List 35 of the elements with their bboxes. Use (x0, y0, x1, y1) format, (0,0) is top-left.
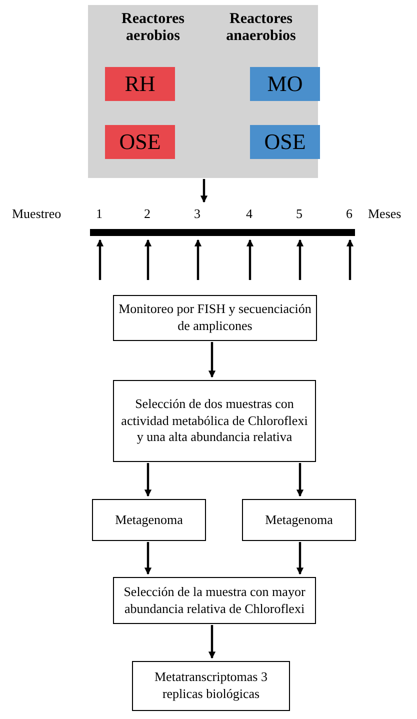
arrow (296, 463, 304, 497)
process-box: Monitoreo por FISH y secuenciación de amplicones (113, 295, 317, 341)
process-box: Selección de la muestra con mayor abundancia relativa de Chloroflexi (113, 577, 316, 624)
reactor-box: RH (105, 67, 175, 101)
arrow (144, 463, 152, 497)
tick-label: 6 (346, 206, 352, 222)
arrow (144, 239, 152, 280)
arrow (194, 239, 202, 280)
axis-label: Muestreo (12, 206, 62, 222)
tick-label: 2 (144, 206, 150, 222)
tick-label: 5 (296, 206, 302, 222)
arrow (96, 239, 104, 280)
reactor-box: OSE (105, 125, 175, 159)
reactor-box: OSE (250, 125, 320, 159)
tick-label: 1 (96, 206, 102, 222)
arrow (296, 239, 304, 280)
tick-label: 3 (194, 206, 200, 222)
arrow (144, 542, 152, 575)
reactor-panel (88, 5, 318, 178)
axis-label: Meses (368, 206, 402, 222)
arrow (200, 179, 208, 203)
process-box: Metagenoma (242, 499, 356, 541)
timeline-bar (90, 229, 355, 236)
group-heading: Reactores anaerobios (225, 11, 297, 46)
arrow (208, 625, 216, 659)
process-box: Metagenoma (92, 499, 206, 541)
arrow (296, 542, 304, 575)
reactor-box: MO (250, 67, 320, 101)
arrow (208, 342, 216, 378)
arrow (346, 239, 354, 280)
tick-label: 4 (246, 206, 252, 222)
process-box: Metatranscriptomas 3 replicas biológicas (132, 661, 290, 711)
group-heading: Reactores aerobios (120, 11, 186, 46)
process-box: Selección de dos muestras con actividad metabólica de Chloroflexi y una alta abundancia relativa (113, 380, 316, 462)
arrow (246, 239, 254, 280)
